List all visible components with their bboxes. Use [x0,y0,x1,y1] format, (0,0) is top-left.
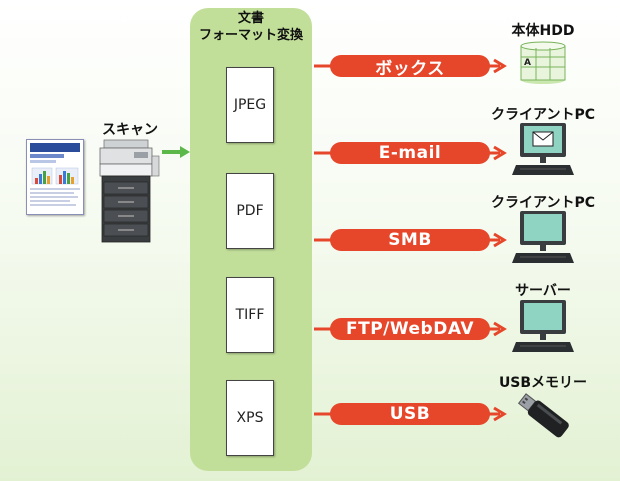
device-label-hdd: 本体HDD [511,23,575,39]
protocol-box-pill: ボックス [330,55,490,79]
svg-text:A: A [524,58,531,68]
printer-icon [98,138,160,244]
monitor-mail-icon [510,121,576,179]
scanned-document-icon [26,139,84,215]
server-monitor-icon [510,298,576,356]
panel-title-line1: 文書 [237,11,264,26]
protocol-ftp-pill: FTP/WebDAV [330,318,490,340]
protocol-email-pill: E-mail [330,142,490,164]
format-jpeg: JPEG [226,67,274,143]
hdd-table-icon: A [516,40,570,86]
monitor-icon [510,209,576,267]
format-jpeg-label: JPEG [233,97,267,113]
device-label-client-pc-1: クライアントPC [491,107,595,123]
device-label-server: サーバー [515,283,571,299]
panel-title: 文書 フォーマット変換 [190,10,312,44]
format-xps-label: XPS [236,410,264,426]
format-xps: XPS [226,380,274,456]
protocol-smb-pill: SMB [330,229,490,251]
format-tiff-label: TIFF [235,307,265,323]
device-label-usb-memory: USBメモリー [498,375,588,391]
panel-title-line2: フォーマット変換 [198,28,303,43]
scan-label: スキャン [102,122,158,138]
device-label-client-pc-2: クライアントPC [491,195,595,211]
format-tiff: TIFF [226,277,274,353]
protocol-usb-pill: USB [330,403,490,425]
format-pdf: PDF [226,173,274,249]
format-pdf-label: PDF [236,203,264,219]
scan-arrow [162,146,190,158]
usb-stick-icon [510,388,576,444]
